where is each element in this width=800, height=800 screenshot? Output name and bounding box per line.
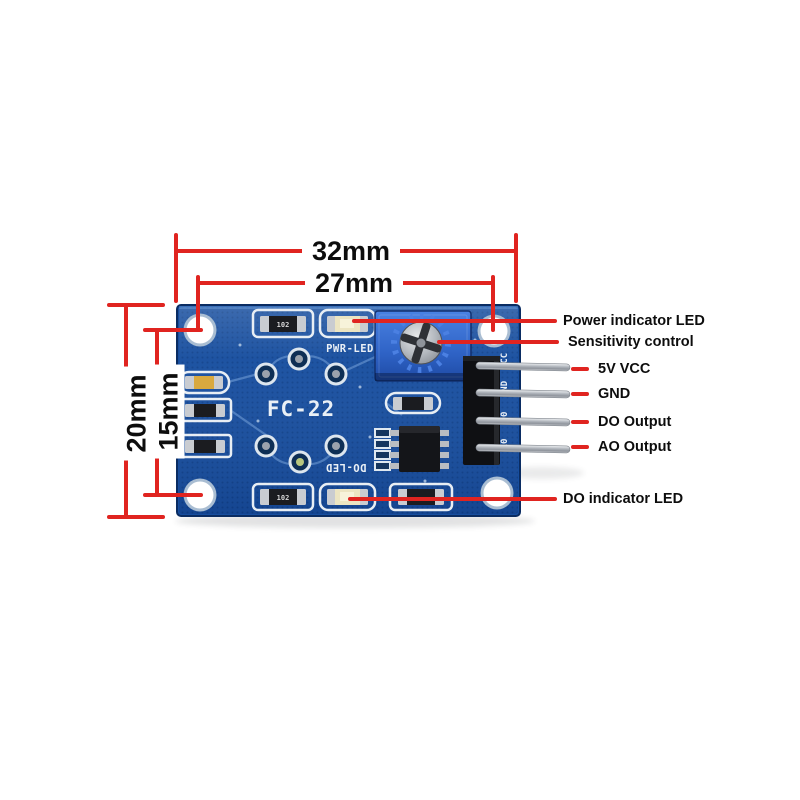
pin-label-a0: A0: [500, 439, 510, 450]
callout-label-ao: AO Output: [598, 439, 672, 455]
header-pin-gnd: [475, 388, 571, 399]
solder-pads-lower: [254, 434, 348, 474]
pwr-led-silkscreen: PWR-LED: [326, 343, 374, 355]
callout-label-vcc: 5V VCC: [598, 361, 651, 377]
dimension-label-20mm: 20mm: [121, 366, 153, 461]
callout-dash-gnd: [571, 392, 589, 396]
pcb-illustration: 102 PWR-LED: [175, 304, 584, 528]
do-indicator-led: [318, 482, 377, 512]
board-model-silkscreen: FC-22: [267, 397, 335, 421]
header-pin-do: [475, 416, 571, 427]
header-pin-vcc: [475, 361, 571, 372]
dimension-tick-15mm-bottom: [143, 493, 203, 497]
ic-body: [399, 426, 440, 472]
dimension-tick-15mm-top: [143, 328, 203, 332]
dimension-tick-32mm-left: [174, 233, 178, 303]
pin-header: [463, 356, 500, 465]
pin-label-gnd: GND: [500, 380, 510, 397]
trimmer-potentiometer: [374, 310, 472, 382]
header-pin-ao: [475, 443, 571, 454]
board-top-bevel: [179, 306, 518, 309]
dimension-tick-27mm-left: [196, 275, 200, 332]
smd-resistor-bottom-left: 102: [251, 482, 315, 512]
header-pins: [475, 361, 571, 454]
ic-pads-left: [374, 428, 391, 471]
callout-label-sensitivity: Sensitivity control: [568, 334, 694, 350]
smd-resistor-middle: [384, 391, 442, 415]
smd-resistor-top: 102: [251, 308, 315, 339]
dimension-tick-27mm-right: [491, 275, 495, 332]
do-led-silkscreen: DO-LED: [326, 461, 367, 473]
dimension-tick-20mm-bottom: [107, 515, 165, 519]
board-shadow: [175, 514, 535, 528]
callout-dash-do: [571, 420, 589, 424]
callout-line-do-led: [348, 497, 557, 501]
solder-pads-upper: [254, 347, 348, 386]
mounting-hole-bottom-right: [480, 476, 514, 510]
callout-line-sensitivity: [437, 340, 559, 344]
pin-label-d0: D0: [500, 412, 510, 423]
ic-chip: [374, 426, 449, 472]
ic-pins: [390, 430, 449, 469]
callout-label-gnd: GND: [598, 386, 631, 402]
callout-label-power-led: Power indicator LED: [563, 313, 705, 329]
smd-led-left: [177, 370, 231, 395]
dimension-label-27mm: 27mm: [305, 270, 404, 297]
resistor-marking: 102: [277, 321, 290, 329]
dimension-tick-20mm-top: [107, 303, 165, 307]
callout-label-do: DO Output: [598, 414, 672, 430]
dimension-label-32mm: 32mm: [302, 238, 401, 265]
dimension-tick-32mm-right: [514, 233, 518, 303]
callout-label-do-led: DO indicator LED: [563, 491, 684, 507]
trimmer-screw: [399, 321, 443, 365]
pin-label-vcc: VCC: [500, 353, 510, 369]
dimension-label-15mm: 15mm: [153, 364, 185, 459]
callout-line-power-led: [352, 319, 557, 323]
pin-silkscreen-labels: VCC GND D0 A0: [500, 353, 510, 450]
callout-dash-vcc: [571, 367, 589, 371]
callout-dash-ao: [571, 445, 589, 449]
resistor-marking: 102: [277, 494, 290, 502]
